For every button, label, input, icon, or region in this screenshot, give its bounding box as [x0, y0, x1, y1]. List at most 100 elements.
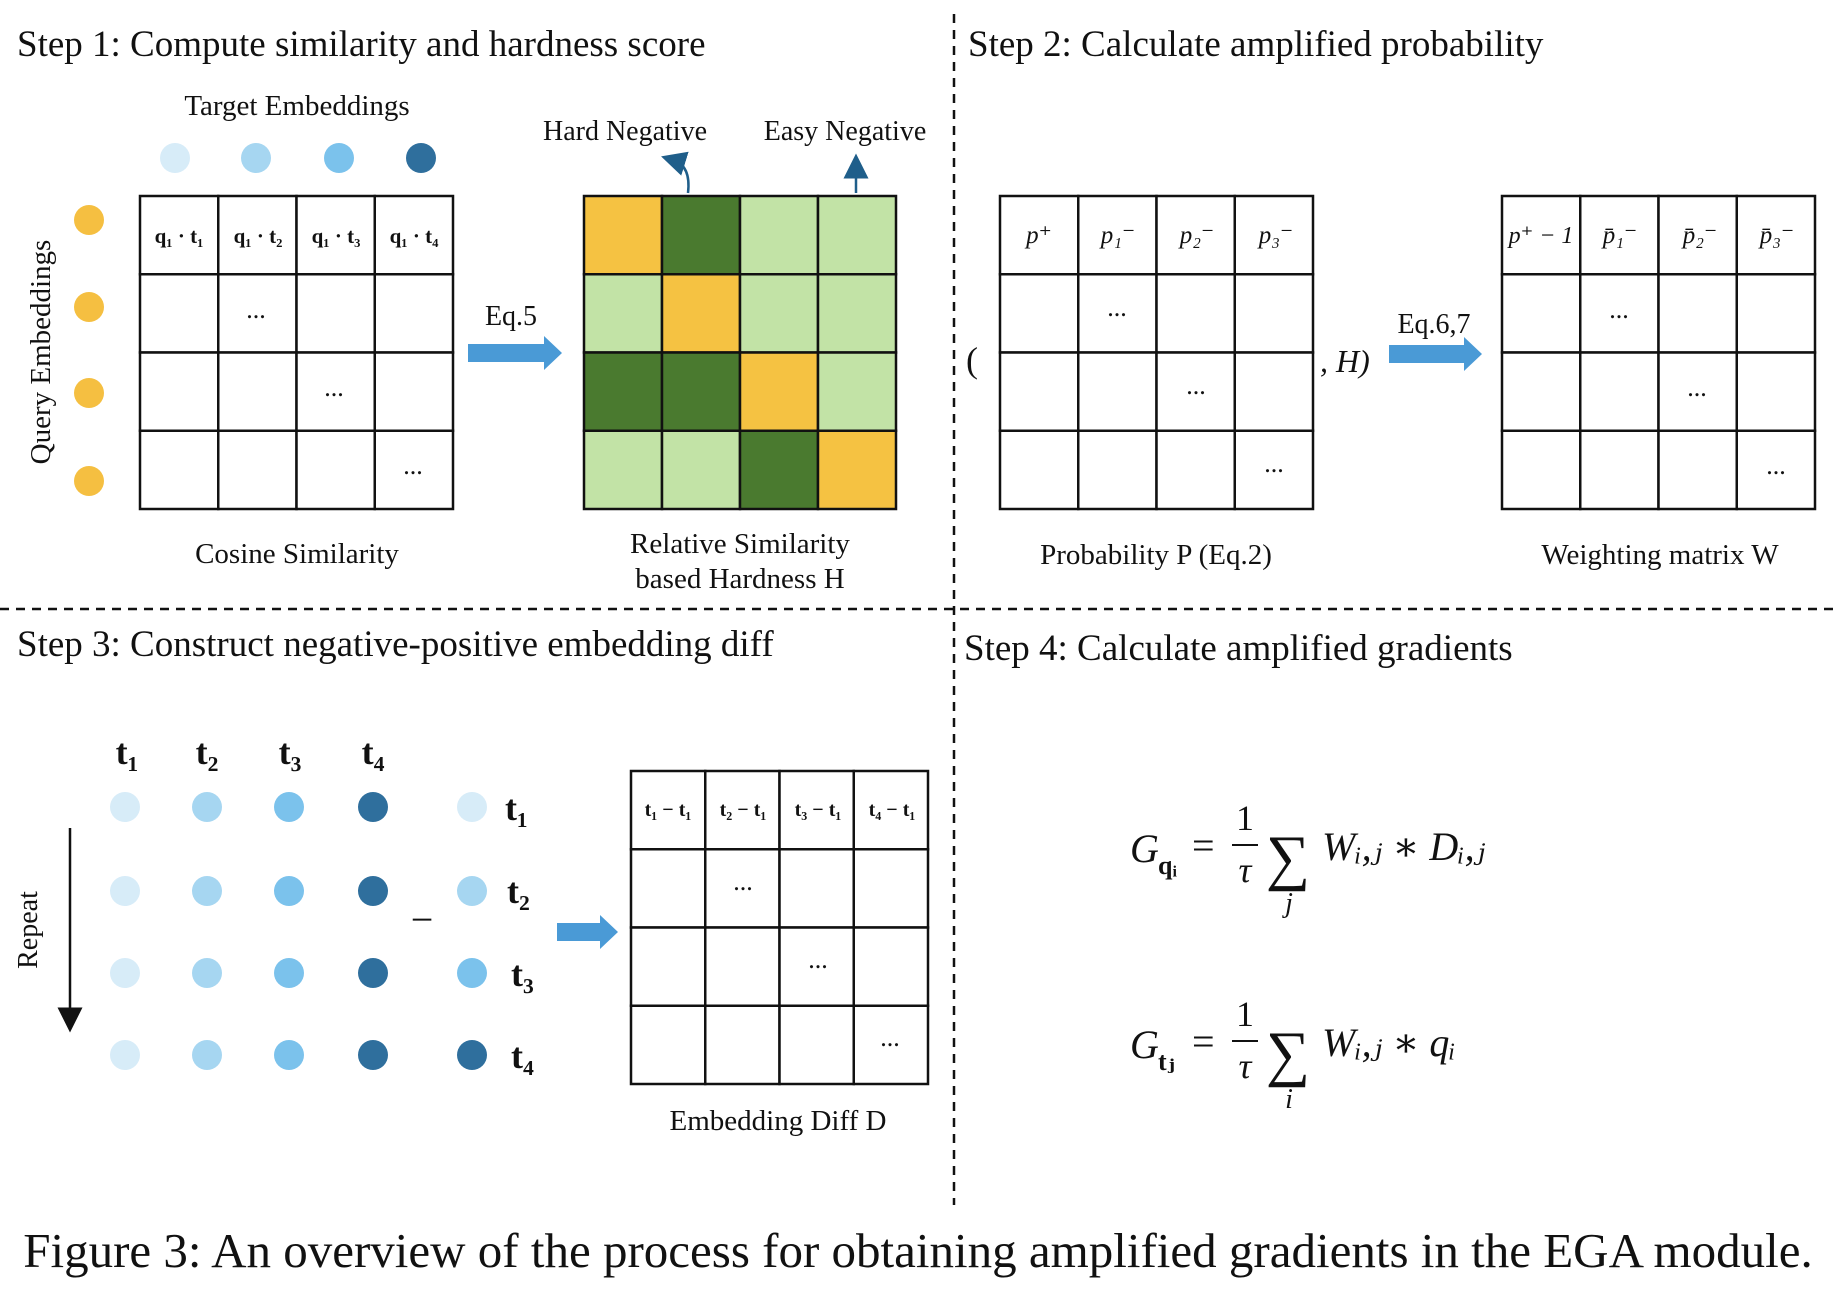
hard-negative-label: Hard Negative	[543, 116, 707, 147]
target-dot	[406, 143, 436, 173]
eq67-arrow	[1389, 337, 1482, 371]
weight-header-4: p̄₃⁻	[1758, 222, 1794, 249]
matrix-cell	[217, 351, 298, 432]
matrix-cell	[778, 926, 855, 1007]
matrix-cell	[1233, 351, 1315, 432]
matrix-cell	[1657, 351, 1738, 432]
matrix-cell	[852, 926, 930, 1007]
subtracted-target-dots	[457, 792, 487, 1070]
eq1-equals: =	[1192, 823, 1215, 868]
matrix-cell	[582, 194, 664, 276]
eq2-lhs-sub: tⱼ	[1158, 1047, 1175, 1076]
repeat-dot	[274, 958, 304, 988]
probability-matrix	[998, 194, 1315, 511]
probability-label: Probability P (Eq.2)	[1040, 539, 1272, 571]
minus-sign: −	[411, 897, 434, 942]
matrix-cell	[998, 429, 1080, 511]
matrix-cell	[1233, 194, 1315, 276]
matrix-cell	[660, 194, 742, 276]
matrix-cell	[629, 769, 707, 851]
target-dot	[457, 1040, 487, 1070]
eq67-label: Eq.6,7	[1397, 309, 1470, 340]
matrix-cell	[138, 429, 220, 511]
col-label-t1: t₁	[116, 732, 139, 772]
eq2-sum-index: i	[1285, 1084, 1293, 1115]
cosine-header-3: q₁ · t₃	[312, 224, 361, 248]
weight-ellipsis-3: ...	[1766, 451, 1786, 480]
matrix-cell	[138, 273, 220, 354]
weight-ellipsis-2: ...	[1687, 373, 1707, 402]
matrix-cell	[738, 429, 820, 511]
col-label-t2: t₂	[196, 732, 219, 772]
matrix-cell	[998, 351, 1080, 432]
matrix-cell	[1657, 194, 1738, 276]
matrix-cell	[660, 351, 742, 432]
matrix-cell	[1500, 273, 1582, 354]
eq2-rhs: Wᵢ,ⱼ ∗ qᵢ	[1322, 1020, 1456, 1065]
matrix-cell	[217, 273, 298, 354]
cosine-header-2: q₁ · t₂	[234, 224, 283, 248]
matrix-cell	[295, 273, 376, 354]
matrix-cell	[816, 194, 898, 276]
cosine-ellipsis-1: ...	[246, 295, 266, 324]
matrix-cell	[1579, 351, 1660, 432]
matrix-cell	[582, 273, 664, 354]
target-dot	[457, 792, 487, 822]
repeat-dot	[192, 876, 222, 906]
eq2-numerator: 1	[1236, 994, 1254, 1034]
eq1-sigma: ∑	[1266, 824, 1310, 892]
repeat-dot	[358, 1040, 388, 1070]
eq1-numerator: 1	[1236, 798, 1254, 838]
matrix-cell	[1077, 429, 1158, 511]
prob-ellipsis-1: ...	[1107, 293, 1127, 322]
prob-header-3: p₂⁻	[1178, 222, 1214, 249]
query-embedding-dots	[74, 205, 104, 496]
eq1-sum-index: j	[1282, 888, 1293, 919]
col-label-t4: t₄	[362, 732, 385, 772]
cosine-header-4: q₁ · t₄	[390, 224, 439, 248]
matrix-cell	[1579, 429, 1660, 511]
cosine-ellipsis-3: ...	[403, 451, 423, 480]
row-label-t1: t₁	[505, 788, 528, 828]
eq5-arrow	[468, 336, 562, 370]
matrix-cell	[1077, 194, 1158, 276]
matrix-cell	[1735, 429, 1817, 511]
target-dot	[160, 143, 190, 173]
figure-caption: Figure 3: An overview of the process for…	[23, 1223, 1813, 1278]
eq5-label: Eq.5	[485, 301, 537, 332]
eq1-denominator: τ	[1239, 850, 1253, 890]
row-label-t2: t₂	[507, 871, 530, 911]
matrix-cell	[295, 429, 376, 511]
repeat-dot	[192, 792, 222, 822]
matrix-cell	[1500, 351, 1582, 432]
diff-header-2: t₂ − t₁	[720, 799, 767, 821]
diff-header-1: t₁ − t₁	[645, 799, 692, 821]
matrix-cell	[1657, 273, 1738, 354]
diff-ellipsis-2: ...	[808, 945, 828, 974]
weighting-label: Weighting matrix W	[1541, 539, 1779, 571]
matrix-cell	[778, 848, 855, 929]
matrix-cell	[373, 351, 455, 432]
matrix-cell	[704, 1004, 781, 1086]
matrix-cell	[373, 273, 455, 354]
eq2-lhs: G	[1130, 1022, 1159, 1067]
target-dot	[457, 876, 487, 906]
cosine-ellipsis-2: ...	[324, 373, 344, 402]
diff-ellipsis-3: ...	[880, 1023, 900, 1052]
target-embeddings-label: Target Embeddings	[184, 90, 409, 122]
repeat-dot	[110, 876, 140, 906]
step4-title: Step 4: Calculate amplified gradients	[964, 628, 1513, 669]
target-dot	[324, 143, 354, 173]
repeated-target-dots	[110, 792, 388, 1070]
diff-arrow	[557, 915, 618, 949]
easy-negative-label: Easy Negative	[764, 116, 927, 147]
query-dot	[74, 466, 104, 496]
cosine-header-1: q₁ · t₁	[155, 224, 204, 248]
query-dot	[74, 292, 104, 322]
matrix-cell	[373, 429, 455, 511]
matrix-cell	[629, 848, 707, 929]
matrix-cell	[1233, 273, 1315, 354]
repeat-dot	[274, 1040, 304, 1070]
matrix-cell	[1500, 429, 1582, 511]
step2-title: Step 2: Calculate amplified probability	[968, 24, 1544, 65]
